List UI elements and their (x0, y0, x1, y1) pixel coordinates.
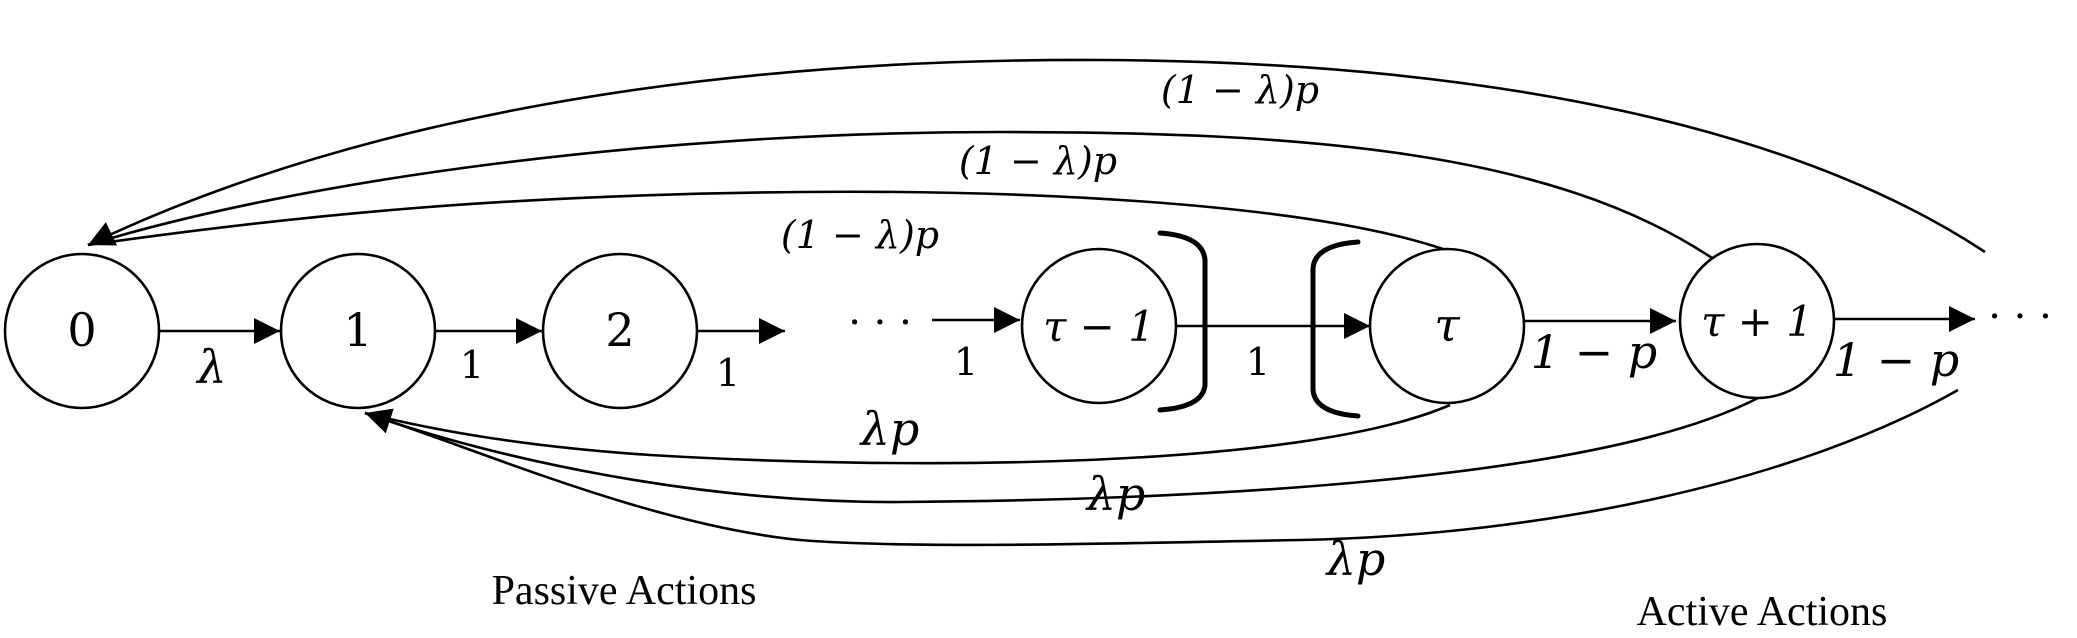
label-reset-to-0-middle: (1 − λ)p (959, 139, 1117, 183)
edge-reset-to-1-outer (364, 388, 1959, 547)
state-0-label: 0 (67, 303, 96, 357)
state-tau-minus-1-label: τ − 1 (1043, 302, 1155, 351)
state-tau-plus-1-label: τ + 1 (1701, 297, 1813, 346)
label-reset-to-1-outer: λp (1325, 532, 1386, 586)
ellipsis-right: · · · (1988, 294, 2052, 340)
bracket-close-passive (1157, 230, 1208, 413)
edge-reset-to-0-middle (87, 130, 1713, 260)
label-0-to-1: λ (195, 340, 226, 394)
bracket-open-active (1310, 239, 1361, 419)
state-2: 2 (541, 252, 699, 410)
caption-passive-actions: Passive Actions (492, 568, 757, 614)
label-2-to-dots: 1 (716, 351, 740, 395)
state-0: 0 (3, 252, 161, 410)
state-1-label: 1 (343, 303, 372, 357)
state-1: 1 (279, 252, 437, 410)
state-tau: τ (1368, 247, 1526, 405)
edge-reset-to-1-inner (364, 403, 1451, 465)
edge-reset-to-1-middle (364, 396, 1759, 504)
ellipsis-middle: · · · (848, 300, 912, 346)
label-reset-to-0-inner: (1 − λ)p (781, 213, 939, 257)
state-tau-plus-1: τ + 1 (1678, 242, 1836, 400)
label-reset-to-1-middle: λp (1085, 467, 1146, 521)
label-tau-minus-1-to-tau: 1 (1246, 340, 1270, 384)
edge-reset-to-0-outer (87, 58, 1986, 254)
label-reset-to-1-inner: λp (859, 402, 920, 456)
state-tau-minus-1: τ − 1 (1020, 247, 1178, 405)
edge-reset-to-0-inner (87, 190, 1447, 252)
state-2-label: 2 (605, 303, 634, 357)
state-tau-label: τ (1434, 298, 1461, 352)
caption-active-actions: Active Actions (1637, 589, 1888, 635)
label-tau-to-tau-plus-1: 1 − p (1531, 325, 1658, 379)
label-tau-plus-1-to-dots: 1 − p (1833, 333, 1960, 387)
label-1-to-2: 1 (460, 343, 484, 387)
label-reset-to-0-outer: (1 − λ)p (1161, 68, 1319, 112)
label-dots-to-tau-minus-1: 1 (954, 340, 978, 384)
